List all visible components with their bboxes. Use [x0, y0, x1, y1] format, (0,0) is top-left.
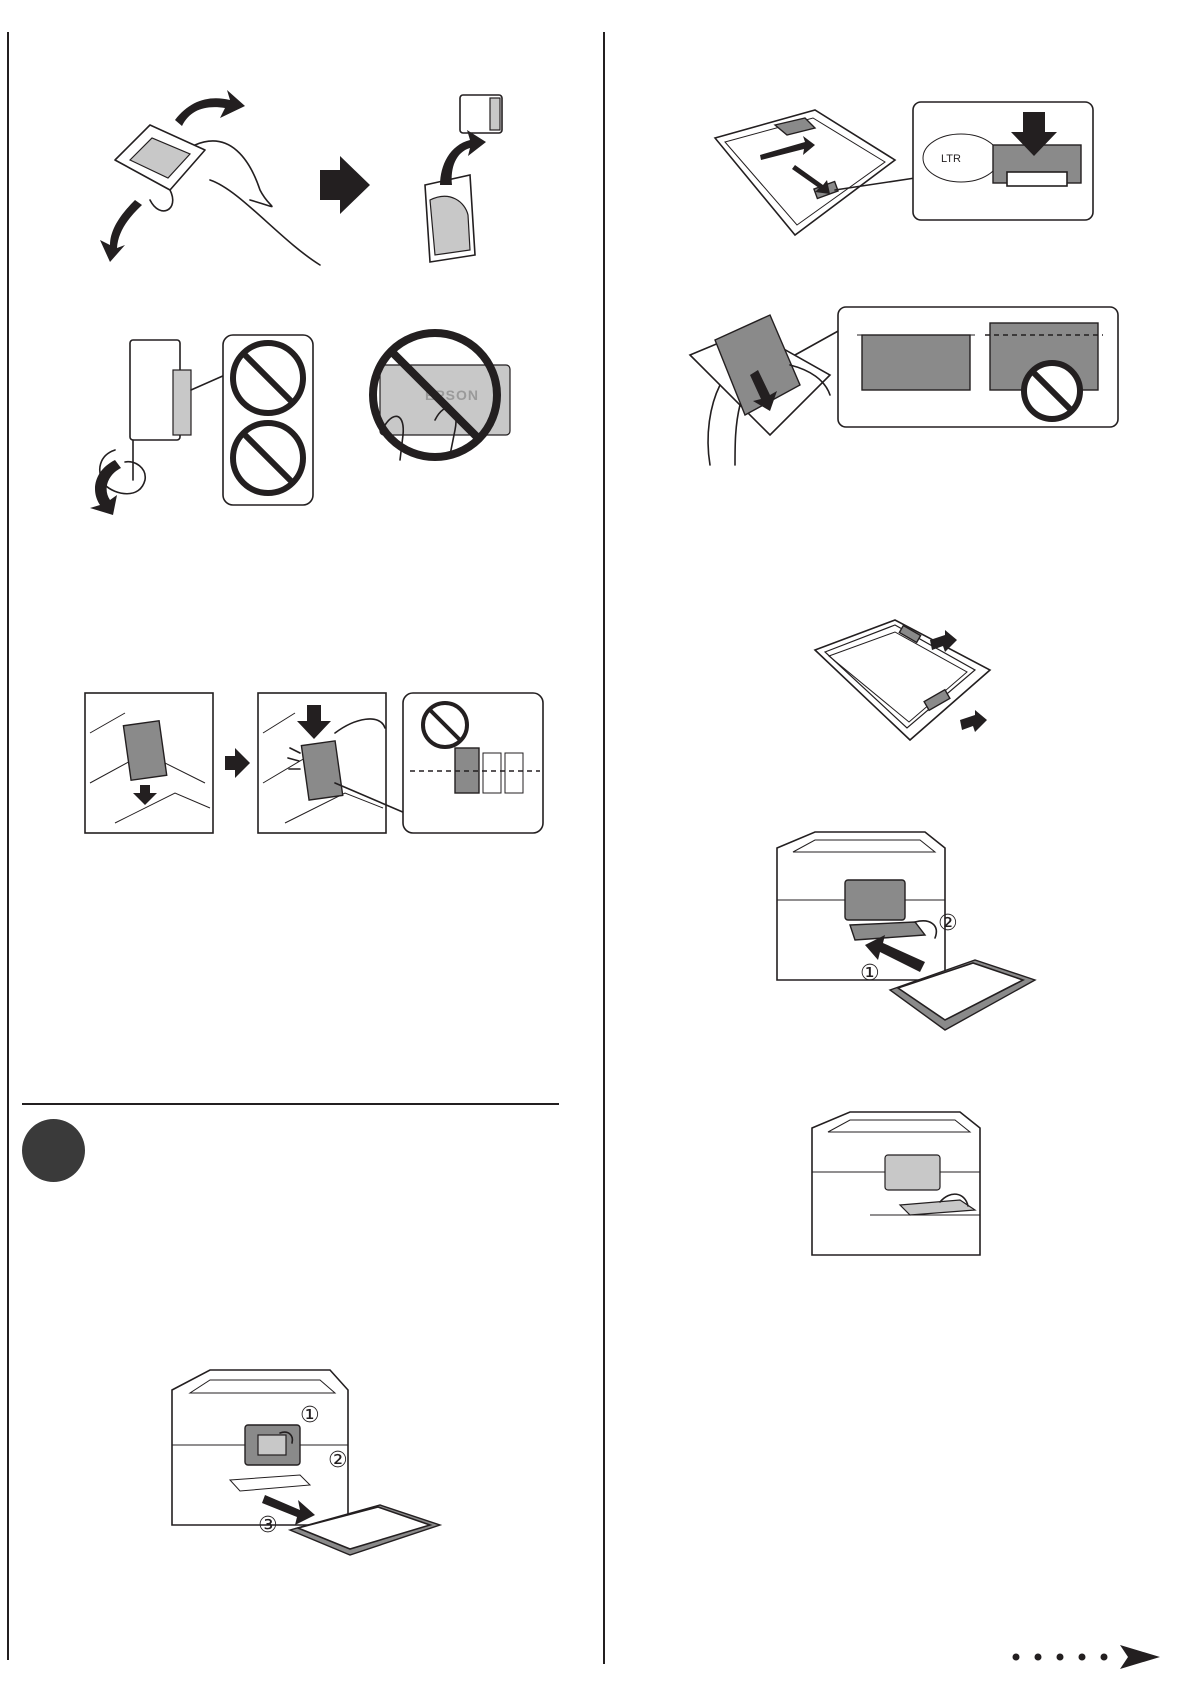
- callout-do-not-remove-parts: [191, 335, 313, 505]
- step-number-2: ②: [938, 911, 958, 936]
- step-number-1: ①: [300, 1403, 320, 1428]
- paper-size-label: LTR: [941, 153, 961, 165]
- insert-cartridge-panel-2: [258, 693, 386, 833]
- do-not-touch-chip-illustration: EPSON: [373, 333, 510, 460]
- column-divider: [603, 32, 605, 1664]
- page-dot: [1101, 1654, 1108, 1661]
- arrow-right-icon: [225, 748, 250, 778]
- step-marker: [22, 1119, 85, 1182]
- figure-shake-and-unpack-cartridge: [90, 90, 530, 275]
- page-dot: [1035, 1654, 1042, 1661]
- printer-illustration: [172, 1370, 348, 1525]
- printer-illustration: [812, 1112, 980, 1255]
- next-arrow-icon: [1120, 1645, 1160, 1669]
- section-divider: [22, 1103, 559, 1105]
- unpack-cartridge-illustration: [425, 95, 502, 262]
- cassette-illustration: [715, 110, 895, 235]
- step-number-3: ③: [258, 1513, 278, 1538]
- arrow-icon: [960, 710, 987, 732]
- figure-insert-cartridge: [85, 693, 545, 833]
- page-dot: [1013, 1654, 1020, 1661]
- next-page-indicator: [1008, 1642, 1178, 1672]
- insert-cartridge-panel-1: [85, 693, 213, 833]
- step-number-1: ①: [860, 961, 880, 986]
- figure-slide-edge-guides: LTR: [715, 100, 1095, 240]
- callout-paper-stack-limit: [795, 307, 1118, 427]
- cartridge-peel-tape-illustration: [90, 340, 191, 515]
- printer-illustration: [777, 832, 945, 980]
- arrow-right-icon: [320, 156, 370, 214]
- figure-remove-yellow-tape: EPSON: [85, 330, 535, 515]
- load-paper-illustration: [690, 315, 830, 465]
- figure-load-paper: [690, 305, 1120, 465]
- shake-cartridge-illustration: [100, 90, 320, 265]
- step-number-2: ②: [328, 1448, 348, 1473]
- left-margin-line: [7, 32, 9, 1660]
- page-dot: [1057, 1654, 1064, 1661]
- figure-extend-output-tray: [810, 1110, 995, 1260]
- figure-remove-paper-cassette: ① ② ③: [170, 1365, 440, 1565]
- figure-insert-paper-cassette: ② ①: [775, 830, 1035, 1040]
- page-dot: [1079, 1654, 1086, 1661]
- figure-paper-in-cassette: [815, 620, 995, 745]
